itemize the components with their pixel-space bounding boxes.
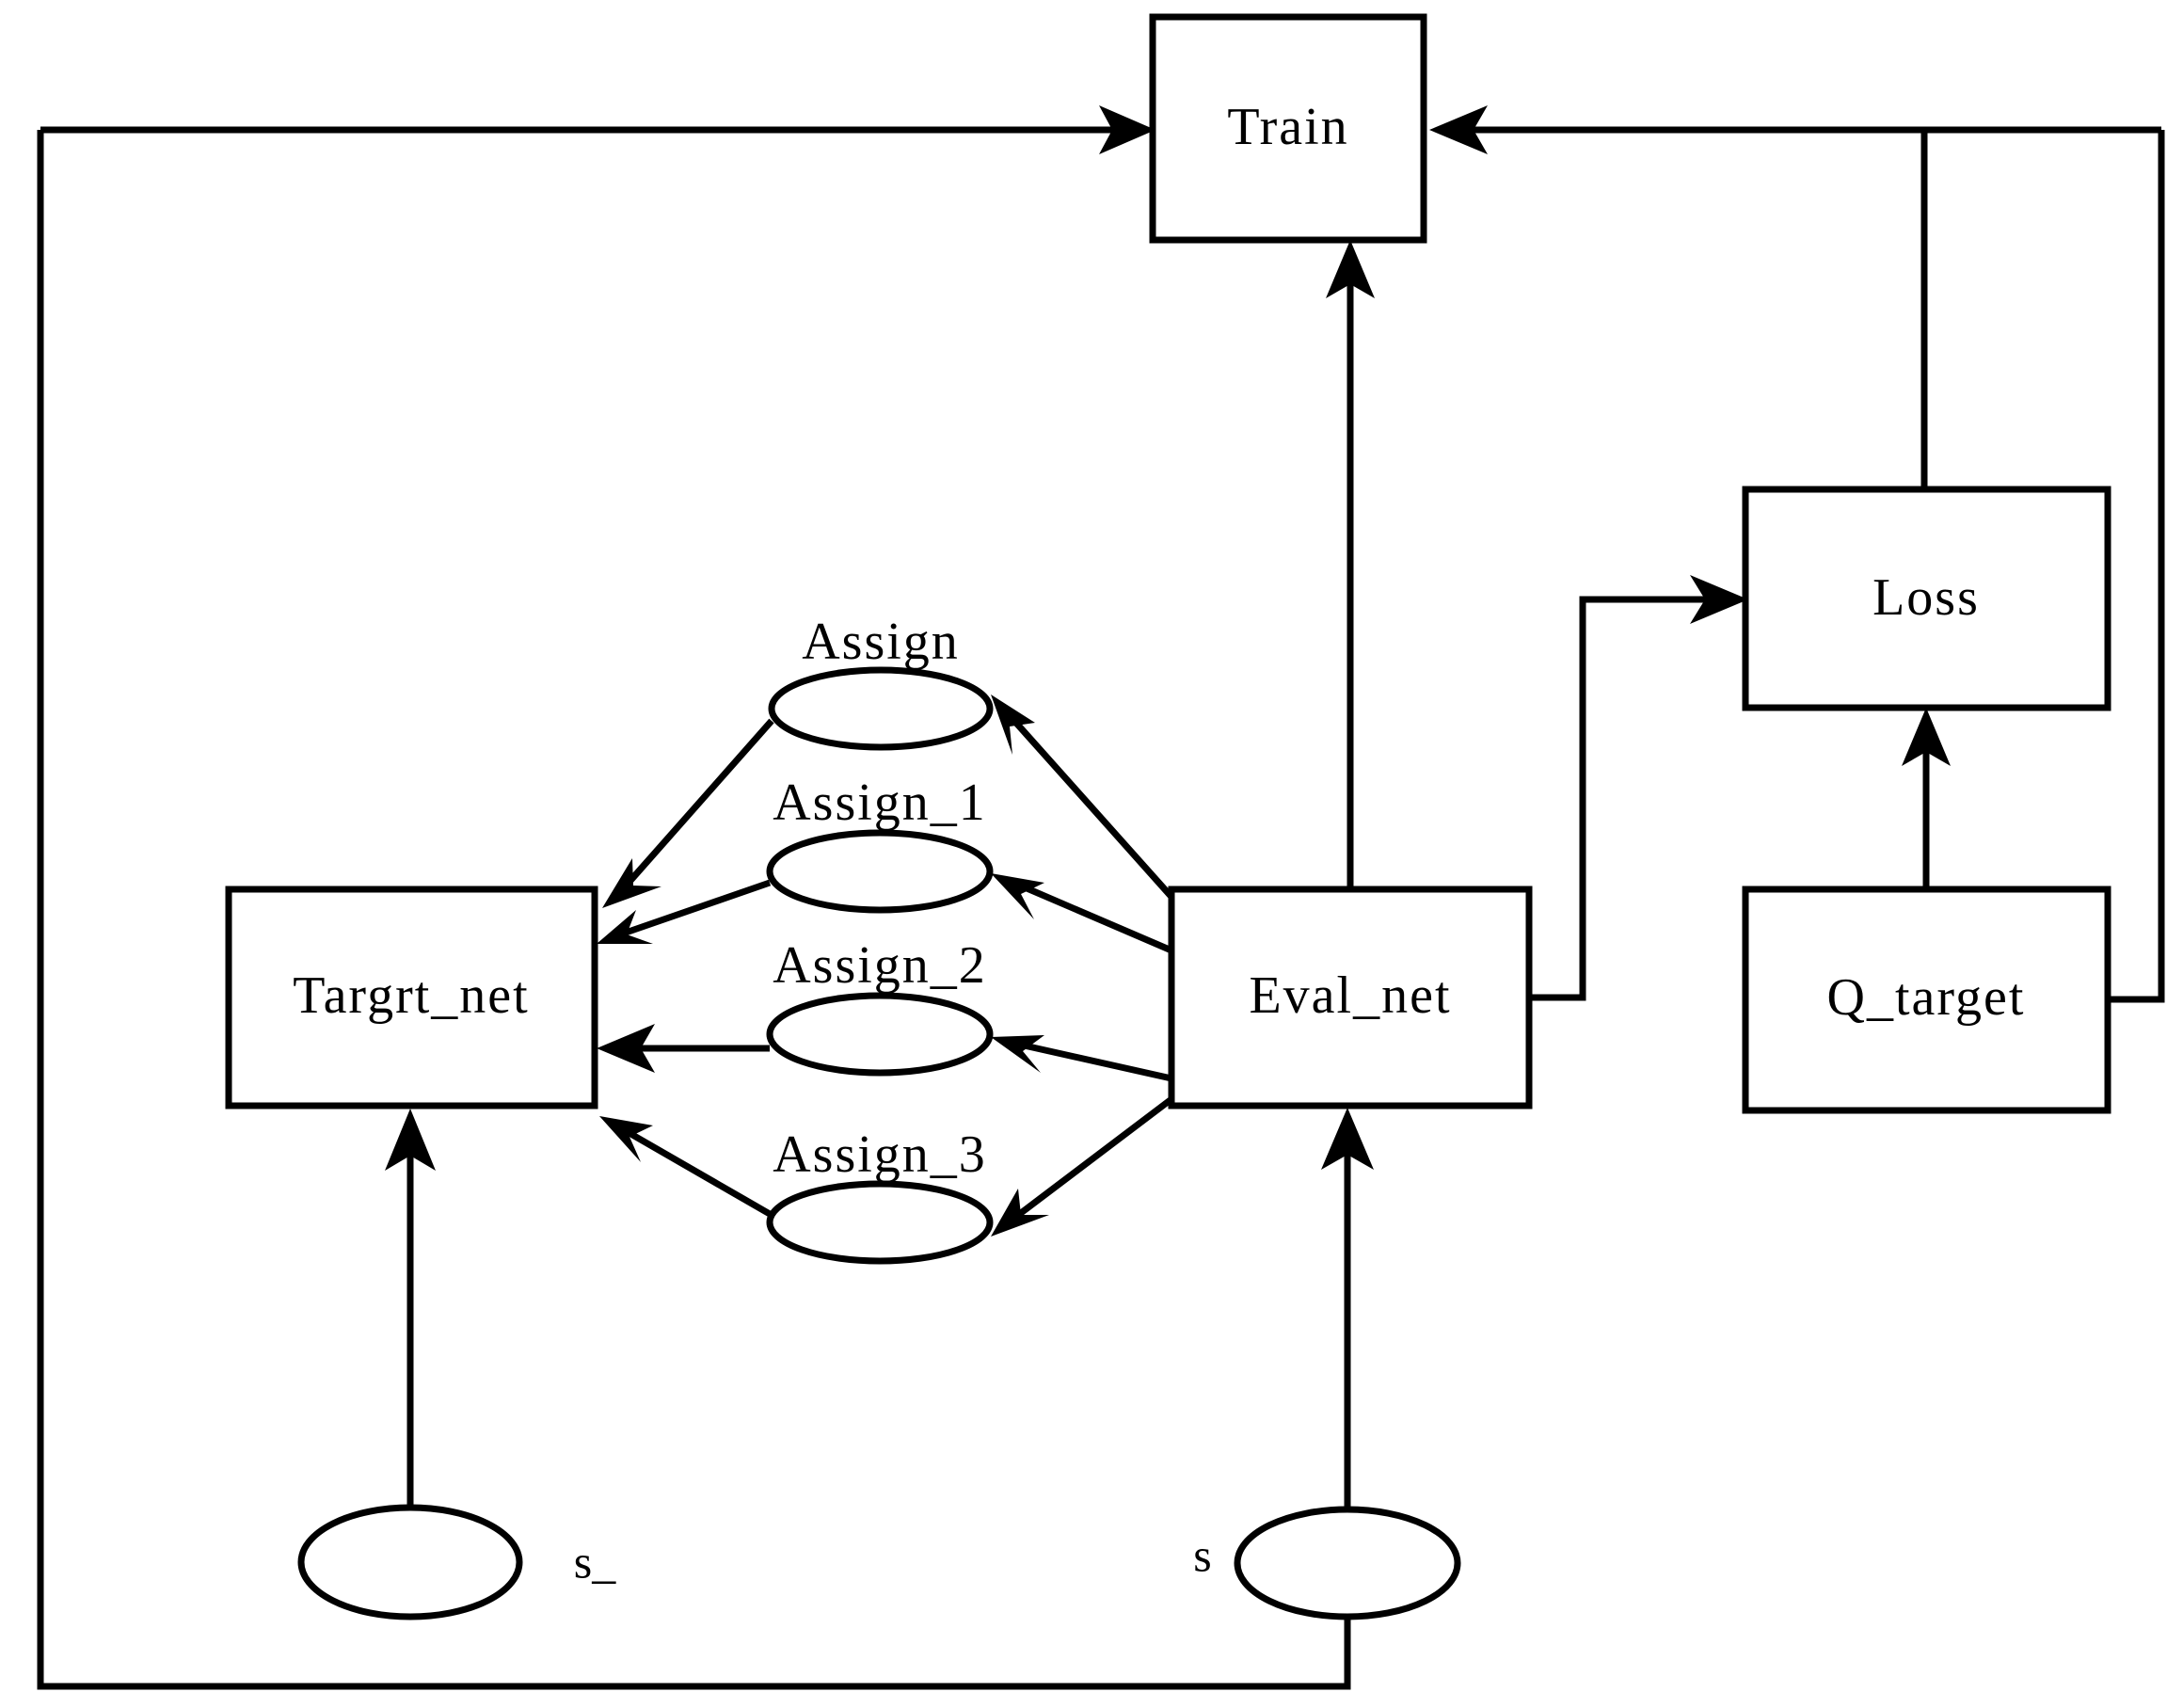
s-underscore-label: s_ <box>574 1535 616 1588</box>
assign-1-ellipse-shape <box>766 829 994 914</box>
node-train[interactable]: Train <box>1149 13 1427 244</box>
assign-3-label: Assign_3 <box>773 1125 987 1184</box>
assign-2-ellipse-shape <box>766 992 994 1077</box>
edge-eval_net-to-assign_2 <box>1019 1041 1172 1082</box>
arrowhead-eval_net-to-assign_1 <box>991 873 1044 919</box>
arrowhead-eval_net-to-assign_2 <box>991 1035 1044 1073</box>
arrowhead-eval_net-to-assign <box>991 694 1035 755</box>
edge-eval_net-to-assign <box>1012 718 1174 900</box>
arrowhead-s-to-eval_net <box>1321 1108 1374 1170</box>
edge-assign_3-to-targrt_net <box>626 1128 772 1218</box>
node-loss[interactable]: Loss <box>1742 486 2111 711</box>
edge-eval_net-to-assign_3 <box>1014 1096 1174 1219</box>
edge-assign_1-to-targrt_net <box>624 879 772 936</box>
edge-feedback-outer-loop <box>37 130 1351 1690</box>
edge-eval_net-to-loss <box>1529 596 1729 1001</box>
edge-assign-to-targrt_net <box>626 718 774 886</box>
node-s-underscore[interactable] <box>297 1504 523 1620</box>
q-target-box-shape <box>1742 886 2111 1114</box>
assign-ellipse-shape <box>768 666 994 751</box>
targrt-net-box-shape <box>225 886 598 1109</box>
arrowhead-eval_net-to-train <box>1326 240 1375 298</box>
arrowhead-assign_1-to-targrt_net <box>597 910 653 944</box>
s-label: s <box>1193 1528 1211 1581</box>
node-q-target[interactable]: Q_target <box>1742 886 2111 1114</box>
arrowhead-s_under-to-targrt_net <box>385 1109 436 1171</box>
edge-eval_net-to-assign_1 <box>1016 881 1173 954</box>
q-target-label: Q_target <box>1827 968 2026 1027</box>
node-assign-3[interactable]: Assign_3 <box>766 1125 994 1265</box>
arrowhead-q_target-to-train <box>1429 105 1488 154</box>
arrowhead-eval_net-to-loss <box>1690 575 1748 624</box>
arrowhead-eval_net-to-assign_3 <box>991 1189 1049 1237</box>
node-targrt-net[interactable]: Targrt_net <box>225 886 598 1109</box>
assign-3-ellipse-shape <box>766 1180 994 1265</box>
assign-1-label: Assign_1 <box>773 774 987 832</box>
arrowhead-assign-to-targrt_net <box>602 858 661 908</box>
eval-net-label: Eval_net <box>1249 966 1451 1025</box>
edge-q_target-to-train-right <box>2108 130 2165 1003</box>
s-ellipse-shape <box>1234 1506 1461 1620</box>
arrowhead-assign_3-to-targrt_net <box>599 1116 653 1162</box>
s-underscore-ellipse-shape <box>297 1504 523 1620</box>
node-assign-2[interactable]: Assign_2 <box>766 936 994 1077</box>
assign-2-label: Assign_2 <box>773 936 987 995</box>
node-assign-1[interactable]: Assign_1 <box>766 774 994 914</box>
train-label: Train <box>1227 98 1348 156</box>
node-eval-net[interactable]: Eval_net <box>1168 886 1533 1109</box>
arrowhead-assign_2-to-targrt_net <box>597 1024 655 1073</box>
train-box-shape <box>1149 13 1427 244</box>
arrowhead-q_target-to-loss <box>1902 708 1951 766</box>
assign-label: Assign <box>802 613 960 671</box>
eval-net-box-shape <box>1168 886 1533 1109</box>
targrt-net-label: Targrt_net <box>293 966 529 1025</box>
node-assign[interactable]: Assign <box>768 613 994 751</box>
arrowhead-feedback-to-train <box>1099 105 1155 154</box>
loss-label: Loss <box>1872 568 1980 627</box>
node-s[interactable] <box>1234 1506 1461 1620</box>
loss-box-shape <box>1742 486 2111 711</box>
